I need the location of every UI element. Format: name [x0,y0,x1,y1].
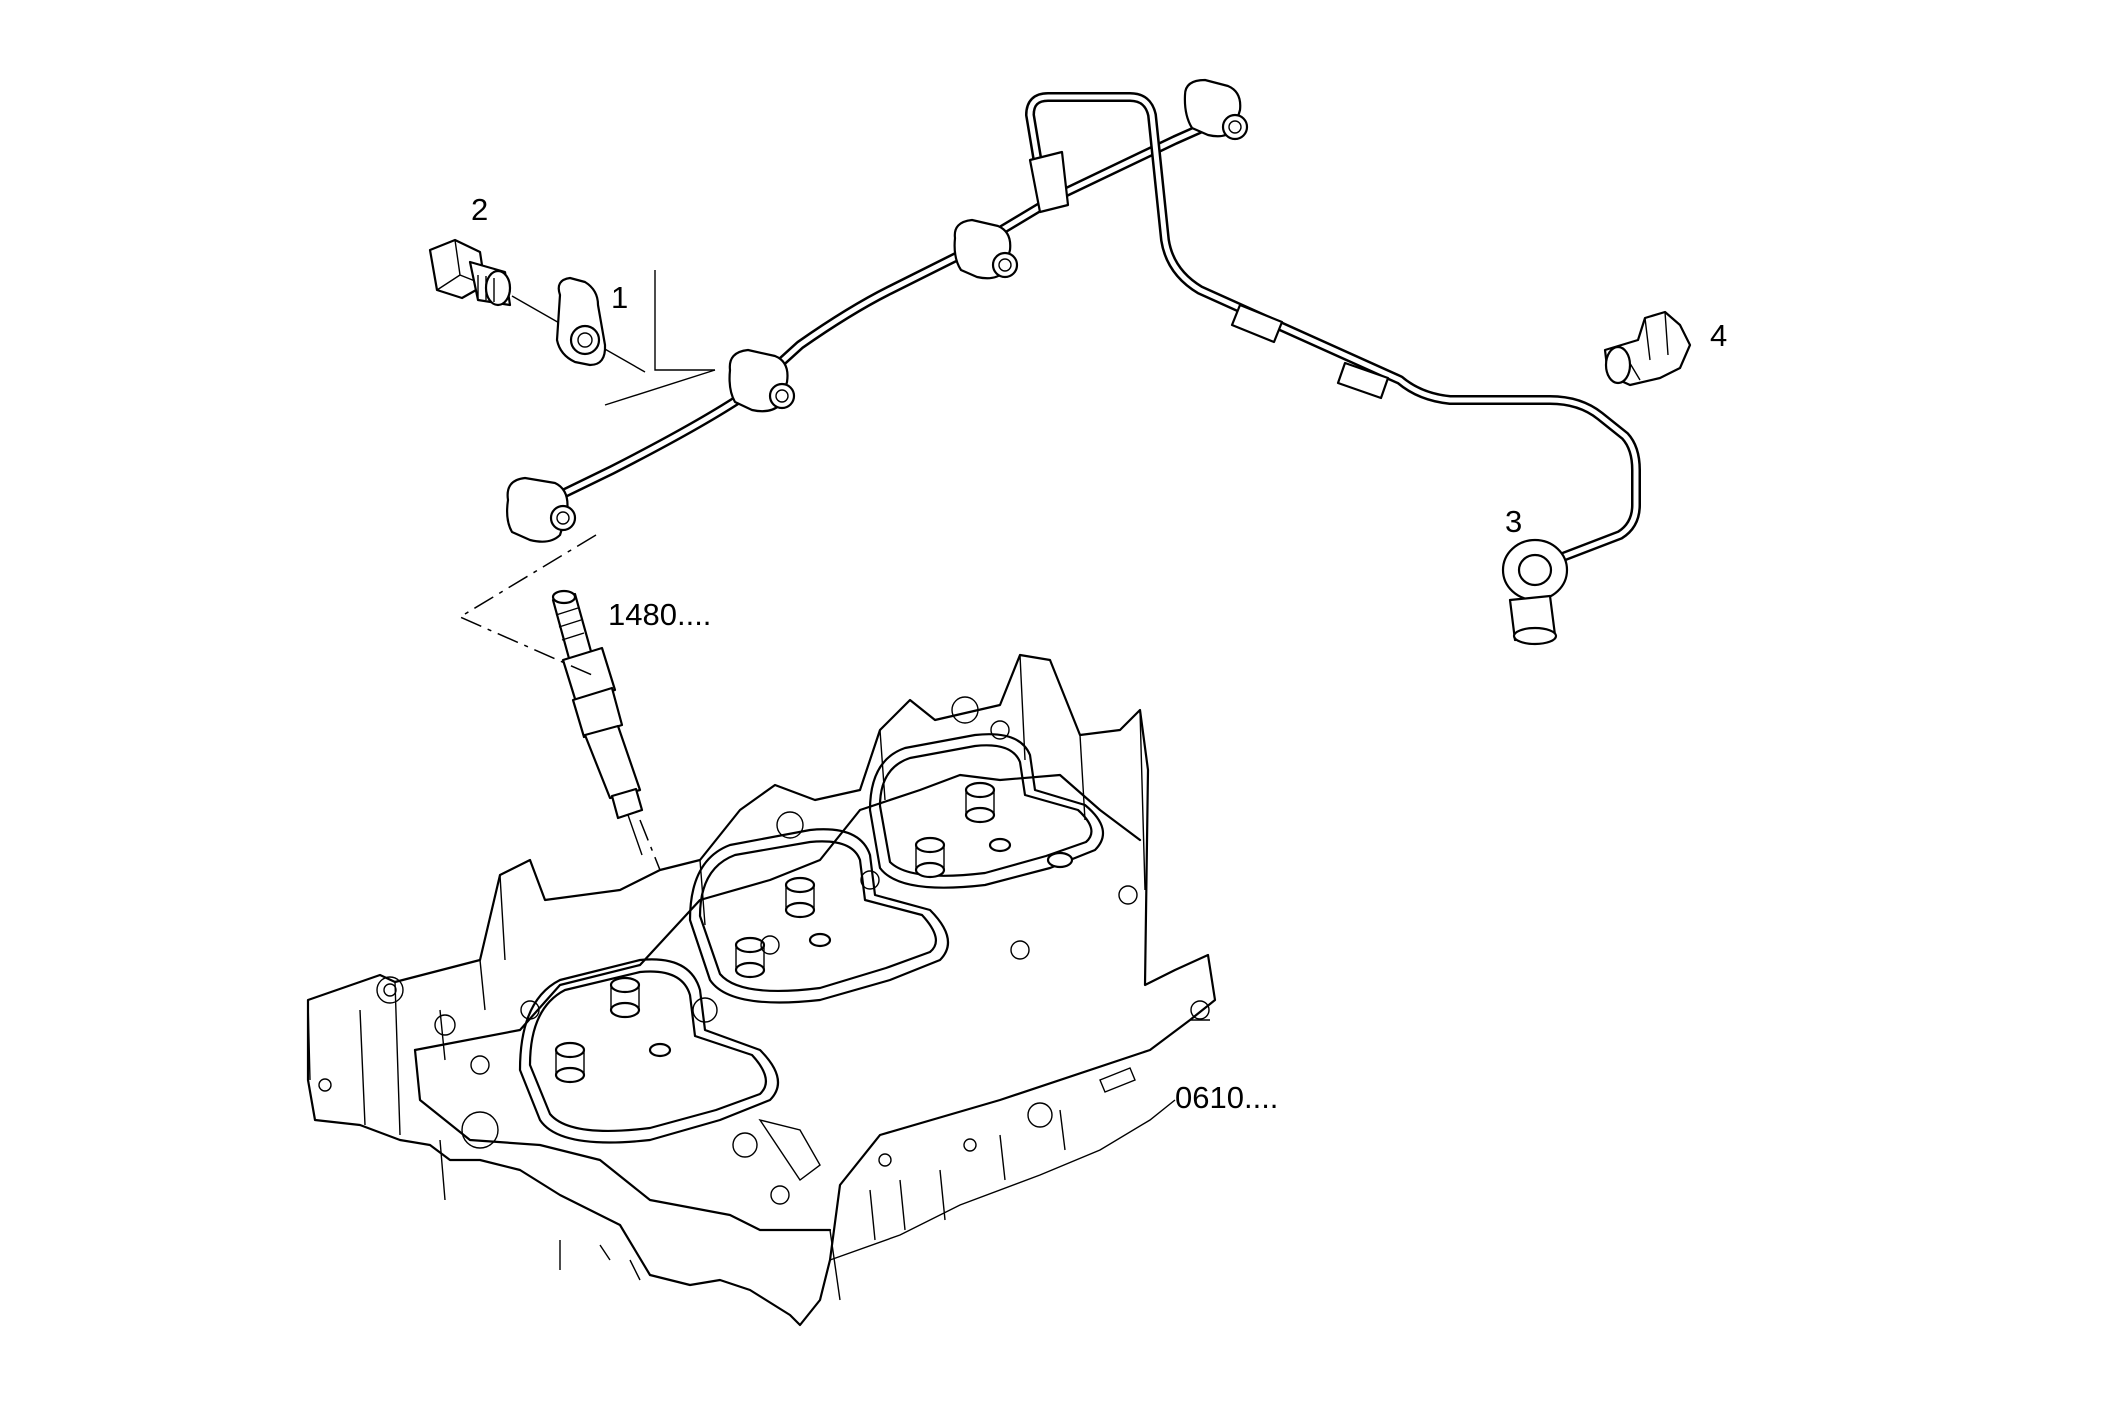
connector-1 [506,476,577,543]
callout-part-1: 1 [611,280,629,315]
connector-2 [728,348,796,413]
connector-4 [1183,78,1249,141]
callout-part-4: 4 [1710,318,1728,353]
pipe-sleeve-1 [1230,303,1284,344]
callout-part-2: 2 [471,192,489,227]
connector-3 [953,218,1019,280]
pipe-sleeve-2 [1336,361,1390,400]
part-2-bolt [428,238,512,307]
callout-ref-injector: 1480.... [608,597,712,632]
part-1-washer [555,276,607,367]
return-pipe [1025,92,1641,563]
callout-ref-cylinder-head: 0610.... [1175,1080,1279,1115]
bolt-holes [318,696,1210,1205]
cylinder-head [306,653,1217,1327]
tee-fitting [1028,150,1070,214]
bores [554,781,1074,1084]
callout-part-3: 3 [1505,504,1523,539]
part-4-clip [1603,310,1692,387]
injector [551,589,644,856]
fuel-rail-pipe [535,115,1225,510]
part-3-banjo-fitting [1501,538,1569,646]
